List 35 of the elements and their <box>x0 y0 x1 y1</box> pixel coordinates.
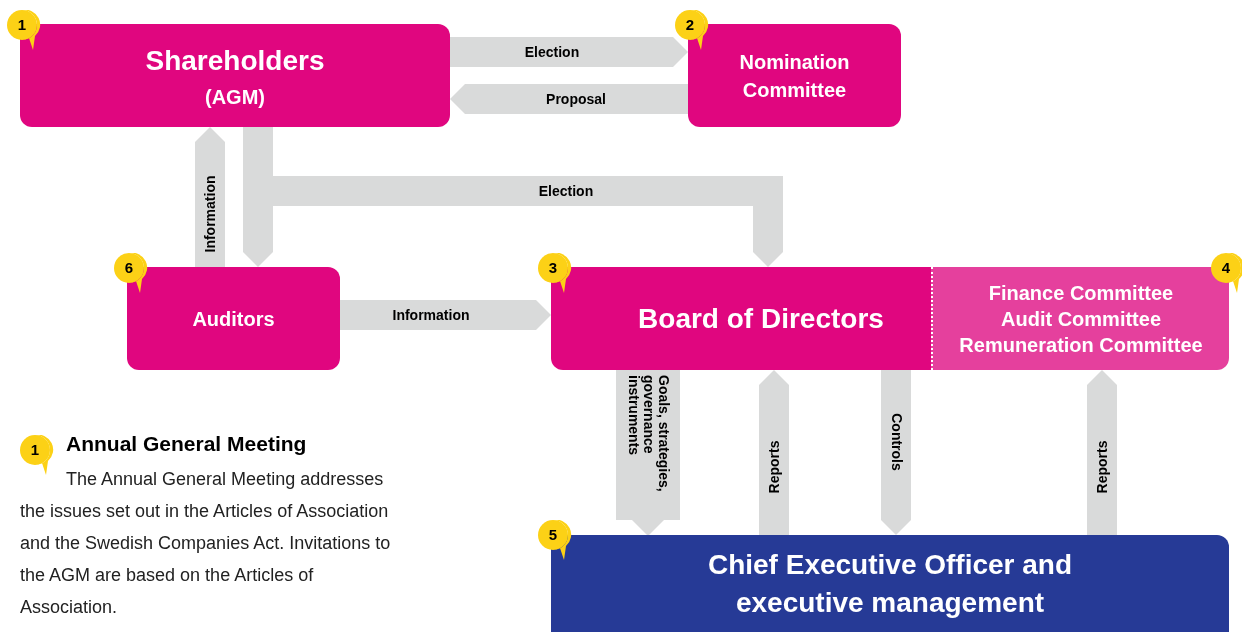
callout-number: 1 <box>29 440 41 460</box>
edge-label: Reports <box>766 440 782 494</box>
edge-label: Controls <box>888 413 904 471</box>
block-arrow <box>340 300 551 330</box>
box-text: Remuneration Committee <box>959 332 1203 358</box>
section-heading: Annual General Meeting <box>66 431 307 457</box>
callout-number: 3 <box>547 258 559 278</box>
box-text: Finance Committee <box>988 280 1174 306</box>
block-arrow <box>616 370 680 536</box>
callout-number: 6 <box>123 258 135 278</box>
box-text: Auditors <box>192 306 275 332</box>
callout-number: 2 <box>684 15 696 35</box>
block-arrow <box>450 84 688 114</box>
block-arrow <box>450 37 688 67</box>
edge-label: Proposal <box>546 91 606 107</box>
callout-number: 5 <box>547 525 559 545</box>
box-text: Board of Directors <box>637 301 884 336</box>
block-arrow <box>881 370 911 535</box>
callout-number: 1 <box>16 15 28 35</box>
paragraph: The Annual General Meeting addresses the issues set out in the Articles of Association and the Swedish Companies Act. Invitations to the AGM are based on the Articles of Association. <box>20 468 392 619</box>
edge-label: Information <box>202 175 218 253</box>
edge-label: Election <box>538 183 594 199</box>
box-text: Shareholders <box>145 43 325 78</box>
box-text: Nomination Committee <box>738 49 851 103</box>
callout-number: 4 <box>1220 258 1232 278</box>
block-arrow <box>1087 370 1117 535</box>
edge-label: Goals, strategies, governance instruments <box>625 375 671 494</box>
edge-label: Information <box>392 307 470 323</box>
block-arrow <box>759 370 789 535</box>
box-text: (AGM) <box>205 84 265 110</box>
box-text: Audit Committee <box>1001 306 1161 332</box>
block-arrow <box>195 127 225 267</box>
box-text: Chief Executive Officer and executive management <box>706 547 1074 620</box>
edge-label: Reports <box>1094 440 1110 494</box>
edge-label: Election <box>524 44 580 60</box>
